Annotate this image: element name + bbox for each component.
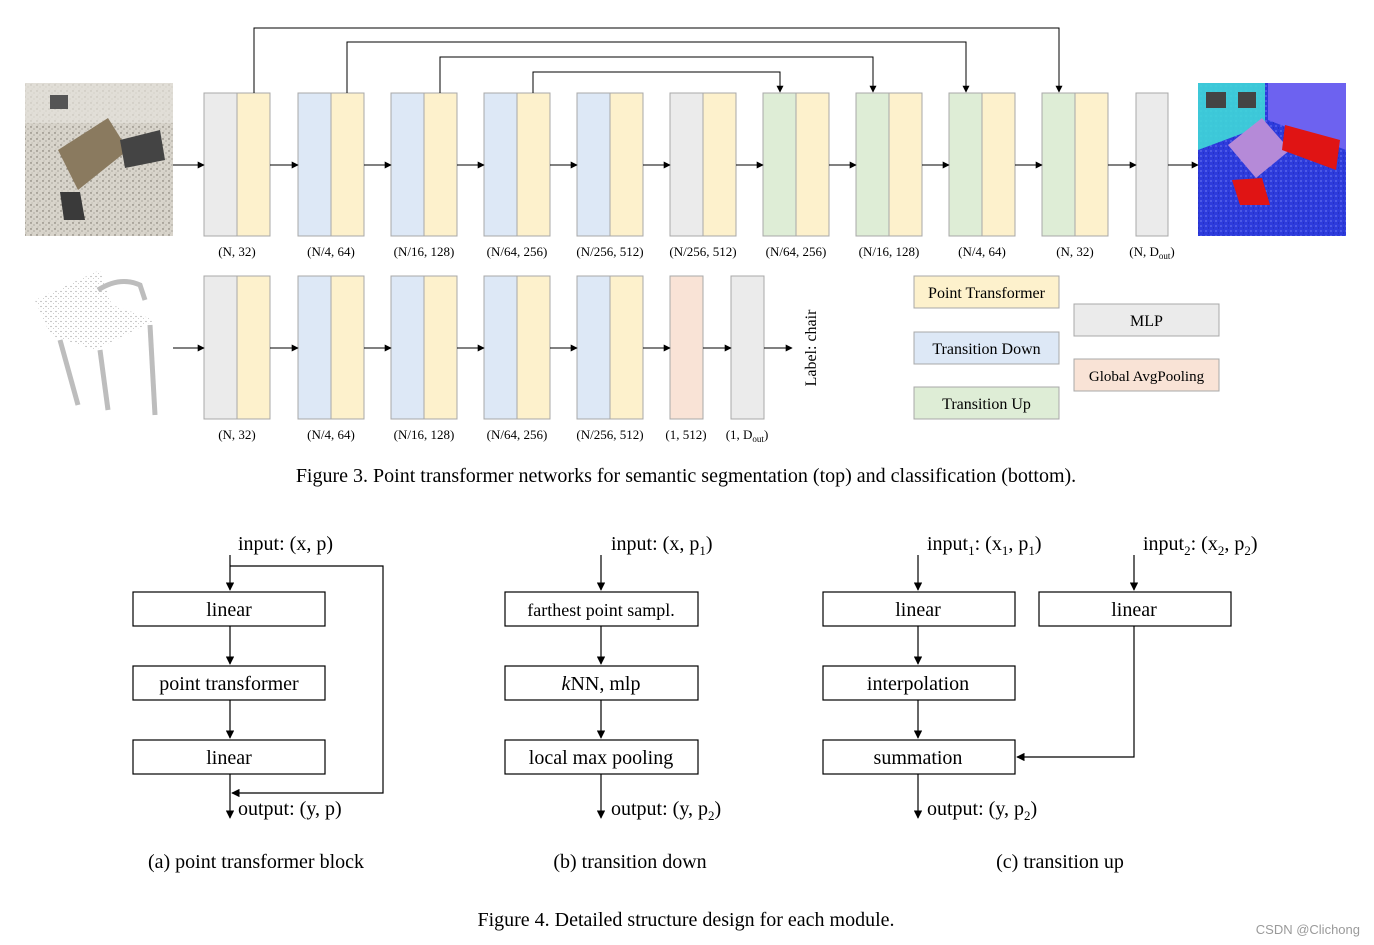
cls-block-global-avgpooling — [669, 275, 704, 420]
cls-dim-label-5: (N/256, 512) — [576, 427, 643, 442]
legend-swatch-point-transformer — [913, 275, 1060, 309]
seg-block-tu-pt-1 — [762, 92, 830, 237]
seg-dim-label-10: (N, 32) — [1056, 244, 1094, 259]
c-linear-left-label: linear — [895, 599, 941, 621]
a-linear-2-box — [132, 739, 326, 775]
cls-dim-label-3: (N/16, 128) — [394, 427, 455, 442]
legend-point-transformer: Point Transformer — [928, 285, 1046, 302]
cls-block-1 — [203, 275, 271, 420]
cls-dim-label-2: (N/4, 64) — [307, 427, 355, 442]
b-knn-box — [504, 665, 699, 701]
skip-connection — [253, 27, 1063, 93]
cls-block-5 — [576, 275, 644, 420]
watermark: CSDN @Clichong — [1255, 922, 1360, 937]
c-summation-box — [822, 739, 1016, 775]
legend-swatch-transition-down — [913, 331, 1060, 365]
seg-block-tu-pt-2 — [855, 92, 923, 237]
fig4-panel-b: input: (x, p1) farthest point sampl. kNN… — [504, 533, 721, 873]
figure4-caption: Figure 4. Detailed structure design for … — [477, 909, 894, 931]
a-linear-2-label: linear — [206, 747, 252, 769]
segmentation-network: (N, 32) (N/4, 64) (N/16, 128) (N/64, 256) (N… — [25, 27, 1346, 261]
skip-connection — [532, 71, 784, 93]
cls-dim-label-4: (N/64, 256) — [487, 427, 548, 442]
seg-dim-label-5: (N/256, 512) — [576, 244, 643, 259]
seg-dim-label-8: (N/16, 128) — [859, 244, 920, 259]
seg-block-td-pt-2 — [390, 92, 458, 237]
a-linear-1-label: linear — [206, 599, 252, 621]
fig4-panel-a: input: (x, p) linear point transformer l… — [132, 533, 384, 873]
c-input1-label: input1: (x1, p1) — [927, 533, 1042, 558]
c-input2-label: input2: (x2, p2) — [1143, 533, 1258, 558]
seg-dim-label-3: (N/16, 128) — [394, 244, 455, 259]
a-point-transformer-label: point transformer — [159, 673, 299, 695]
seg-block-td-pt-3 — [483, 92, 551, 237]
a-output-label: output: (y, p) — [238, 798, 342, 820]
fig4-panel-c: input1: (x1, p1) input2: (x2, p2) linear… — [822, 533, 1258, 873]
b-input-label: input: (x, p1) — [611, 533, 713, 558]
figure3-caption: Figure 3. Point transformer networks for… — [296, 465, 1076, 487]
seg-dim-label-7: (N/64, 256) — [766, 244, 827, 259]
output-segmentation — [1198, 83, 1346, 236]
skip-connection — [346, 41, 970, 93]
seg-dim-label-2: (N/4, 64) — [307, 244, 355, 259]
b-maxpool-box — [504, 739, 699, 775]
seg-block-mlp-pt-bottleneck — [669, 92, 737, 237]
c-linear-right-box — [1038, 591, 1232, 627]
cls-block-final-mlp — [730, 275, 765, 420]
legend-global-avgpooling: Global AvgPooling — [1089, 369, 1205, 385]
legend-swatch-global-avgpooling — [1073, 358, 1220, 392]
b-caption: (b) transition down — [553, 851, 706, 873]
cls-dim-label-6: (1, 512) — [665, 427, 706, 442]
a-linear-1-box — [132, 591, 326, 627]
seg-block-td-pt-1 — [297, 92, 365, 237]
seg-block-tu-pt-3 — [948, 92, 1016, 237]
seg-dim-label-1: (N, 32) — [218, 244, 256, 259]
b-maxpool-label: local max pooling — [529, 747, 673, 769]
cls-dim-label-7: (1, Dout) — [726, 427, 769, 444]
seg-dim-label-9: (N/4, 64) — [958, 244, 1006, 259]
cls-block-3 — [390, 275, 458, 420]
input-scene-pointcloud — [25, 83, 173, 236]
b-fps-label: farthest point sampl. — [527, 600, 674, 620]
seg-dim-label-11: (N, Dout) — [1129, 244, 1174, 261]
seg-block-tu-pt-4 — [1041, 92, 1109, 237]
cls-dim-label-1: (N, 32) — [218, 427, 256, 442]
legend-swatch-mlp — [1073, 303, 1220, 337]
input-chair-pointcloud — [35, 270, 158, 416]
c-linear-right-label: linear — [1111, 599, 1157, 621]
seg-dim-label-6: (N/256, 512) — [669, 244, 736, 259]
b-output-label: output: (y, p2) — [611, 798, 721, 823]
a-input-label: input: (x, p) — [238, 533, 333, 555]
a-caption: (a) point transformer block — [148, 851, 364, 873]
skip-connection — [439, 56, 877, 93]
c-interpolation-label: interpolation — [867, 673, 969, 695]
a-point-transformer-box — [132, 665, 326, 701]
b-knn-label: kNN, mlp — [562, 673, 641, 695]
classification-network: (N, 32) (N/4, 64) (N/16, 128) (N/64, 256) (N… — [35, 270, 820, 444]
seg-block-final-mlp — [1135, 92, 1169, 237]
legend-swatch-transition-up — [913, 386, 1060, 420]
seg-dim-label-4: (N/64, 256) — [487, 244, 548, 259]
legend: Point Transformer Transition Down Transi… — [913, 275, 1220, 420]
output-class-label: Label: chair — [803, 309, 820, 387]
legend-transition-up: Transition Up — [942, 396, 1031, 413]
residual-connection — [230, 565, 384, 798]
c-interpolation-box — [822, 665, 1016, 701]
cls-block-2 — [297, 275, 365, 420]
legend-mlp: MLP — [1130, 313, 1163, 330]
seg-block-mlp-pt — [203, 92, 271, 237]
c-output-label: output: (y, p2) — [927, 798, 1037, 823]
c-summation-label: summation — [874, 747, 963, 769]
legend-transition-down: Transition Down — [932, 341, 1040, 358]
b-fps-box — [504, 591, 699, 627]
seg-block-td-pt-4 — [576, 92, 644, 237]
cls-block-4 — [483, 275, 551, 420]
c-caption: (c) transition up — [996, 851, 1124, 873]
c-linear-left-box — [822, 591, 1016, 627]
